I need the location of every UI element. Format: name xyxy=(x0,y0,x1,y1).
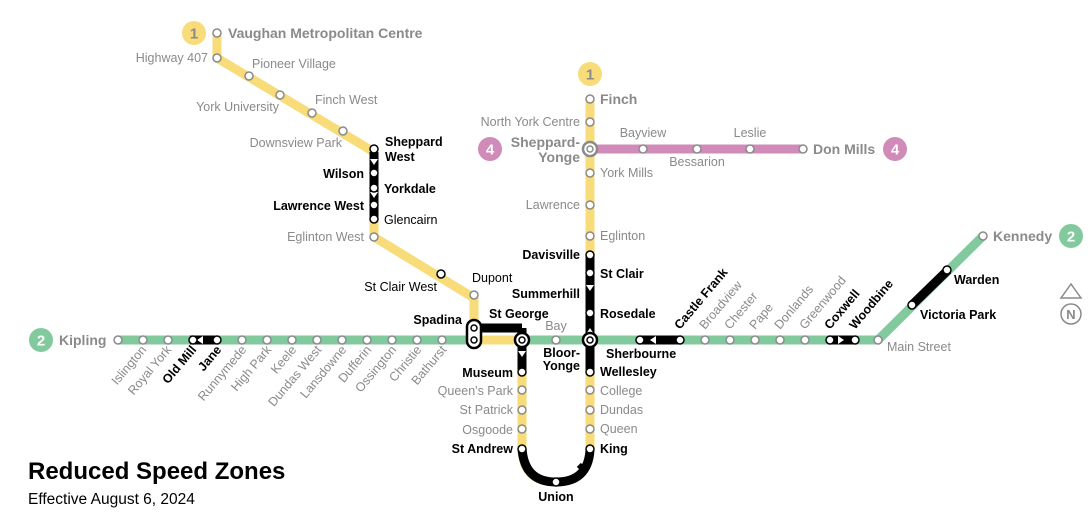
line2-badge-kipling xyxy=(29,328,53,352)
station-label: Bayview xyxy=(620,126,668,140)
station-label: Wellesley xyxy=(600,365,657,379)
station-dots xyxy=(113,28,988,487)
line4-badge-number: 4 xyxy=(486,142,495,159)
station-label: St Clair xyxy=(600,267,644,281)
station-label: King xyxy=(600,442,628,456)
line4-badge-don-mills xyxy=(883,137,907,161)
station-label: Downsview Park xyxy=(250,136,343,150)
station-label: Yonge xyxy=(543,359,580,373)
station-label: Davisville xyxy=(522,248,580,262)
terminus-don-mills: Don Mills xyxy=(813,141,875,157)
terminus-vaughan: Vaughan Metropolitan Centre xyxy=(228,25,423,41)
line1-badge-finch xyxy=(578,62,602,86)
station-label: College xyxy=(600,384,642,398)
station-label: York University xyxy=(196,100,280,114)
station-label: St Clair West xyxy=(364,280,437,294)
station-label: Yorkdale xyxy=(384,182,436,196)
terminus-kipling: Kipling xyxy=(59,332,106,348)
line1-badge-vaughan xyxy=(182,21,206,45)
station-label: Pioneer Village xyxy=(252,57,336,71)
station-label: Osgoode xyxy=(462,423,513,437)
station-label: Museum xyxy=(462,366,513,380)
station-label: St Patrick xyxy=(460,403,514,417)
map-subtitle: Effective August 6, 2024 xyxy=(28,491,195,508)
station-label: Warden xyxy=(954,273,999,287)
station-label: Lawrence West xyxy=(273,199,365,213)
station-label: Glencairn xyxy=(384,213,438,227)
north-arrow-icon xyxy=(1059,282,1083,299)
station-label: York Mills xyxy=(600,166,653,180)
station-label: West xyxy=(385,150,415,164)
station-label: Sherbourne xyxy=(606,347,676,361)
station-label: Eglinton xyxy=(600,229,645,243)
interchanges xyxy=(465,140,599,350)
station-label: Victoria Park xyxy=(920,308,996,322)
station-label: Highway 407 xyxy=(136,51,208,65)
line4-badge-number: 4 xyxy=(891,142,900,159)
station-label: Eglinton West xyxy=(287,230,364,244)
station-label: St George xyxy=(489,307,549,321)
map-title: Reduced Speed Zones xyxy=(28,458,286,485)
station-label: Lawrence xyxy=(526,198,580,212)
line2-badge-number: 2 xyxy=(37,333,45,350)
terminus-finch: Finch xyxy=(600,91,637,107)
station-label: Spadina xyxy=(413,313,463,327)
station-label: Rosedale xyxy=(600,307,656,321)
station-label: Queen xyxy=(600,422,638,436)
station-label: Bloor- xyxy=(543,346,580,360)
station-label: Dundas xyxy=(600,403,643,417)
north-label: N xyxy=(1066,307,1075,322)
terminus-sheppard-yonge-1: Sheppard- xyxy=(511,134,581,150)
station-label: Bay xyxy=(545,319,567,333)
line-badges: 1 1 2 2 4 4 xyxy=(29,21,1083,352)
line1-badge-number: 1 xyxy=(586,67,594,84)
station-label: Leslie xyxy=(734,126,767,140)
north-arrow: N xyxy=(1059,282,1083,325)
station-label: Dupont xyxy=(472,271,513,285)
station-label: Finch West xyxy=(315,93,378,107)
terminus-sheppard-yonge-2: Yonge xyxy=(538,149,580,165)
line4-badge-sheppard xyxy=(478,137,502,161)
station-label: Wilson xyxy=(323,167,364,181)
line2-badge-number: 2 xyxy=(1067,229,1075,246)
station-label: Sheppard xyxy=(385,135,443,149)
station-label: Main Street xyxy=(887,340,951,354)
line2-badge-kennedy xyxy=(1059,224,1083,248)
station-label: St Andrew xyxy=(452,442,514,456)
station-label: North York Centre xyxy=(481,115,580,129)
station-label: Summerhill xyxy=(512,287,580,301)
labels: Vaughan Metropolitan Centre Finch Kiplin… xyxy=(59,25,1052,504)
station-label: Bessarion xyxy=(669,155,725,169)
station-label: Queen's Park xyxy=(438,384,514,398)
station-label: Union xyxy=(538,490,573,504)
terminus-kennedy: Kennedy xyxy=(993,228,1052,244)
line1-badge-number: 1 xyxy=(190,26,198,43)
